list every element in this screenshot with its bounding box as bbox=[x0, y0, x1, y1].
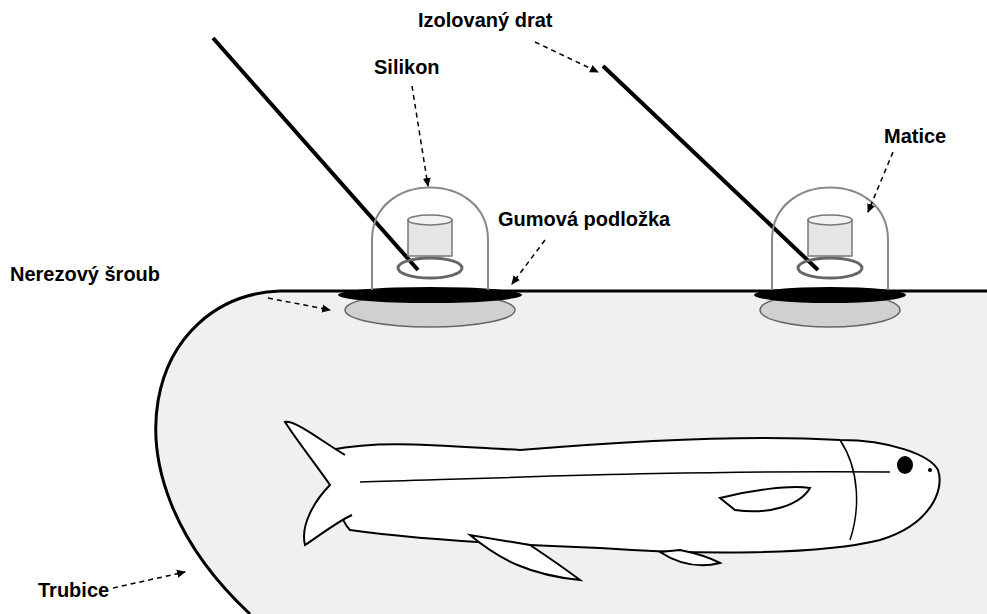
leader-lines bbox=[113, 42, 893, 588]
part-label: Matice bbox=[884, 124, 946, 148]
part-label: Silikon bbox=[374, 55, 440, 79]
electrode-right bbox=[603, 66, 906, 327]
tube-fill bbox=[156, 291, 987, 614]
electrode-left bbox=[213, 38, 522, 327]
part-label: Izolovaný drat bbox=[418, 8, 552, 32]
part-label: Trubice bbox=[38, 578, 109, 602]
part-label: Gumová podložka bbox=[498, 207, 670, 231]
fish bbox=[285, 422, 940, 580]
tube-wall bbox=[156, 291, 987, 614]
part-label: Nerezový šroub bbox=[10, 262, 160, 286]
